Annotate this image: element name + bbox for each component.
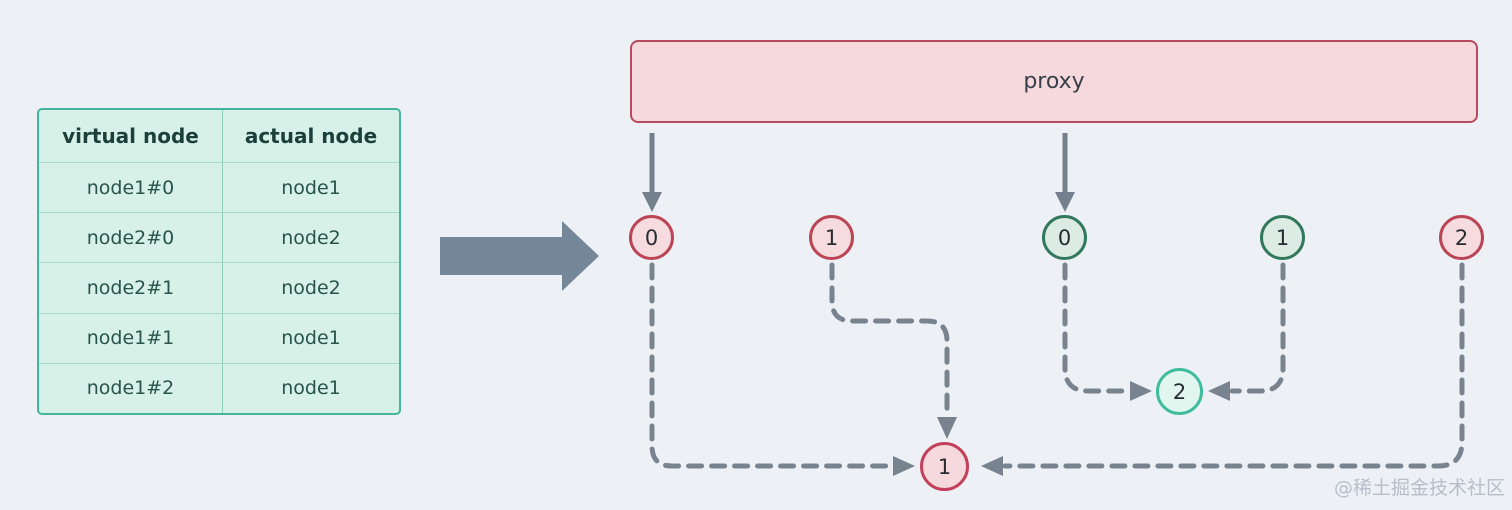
- path-red0-to-merge1: [649, 262, 896, 469]
- table-row: node2#1 node2: [39, 262, 399, 313]
- proxy-down-arrows: [642, 133, 1075, 212]
- table-cell-actual: node2: [222, 213, 399, 263]
- table-cell-actual: node2: [222, 263, 399, 313]
- arrowhead-left-icon: [1208, 381, 1230, 401]
- watermark: @稀土掘金技术社区: [1334, 477, 1506, 499]
- table-cell-actual: node1: [222, 313, 399, 363]
- node-circle-red-2: 2: [1439, 215, 1484, 260]
- virtual-node-table: virtual node actual node node1#0 node1 n…: [37, 108, 401, 415]
- path-red2-to-merge1: [1002, 262, 1465, 469]
- proxy-label: proxy: [1023, 69, 1085, 94]
- merge-node-teal-2: 2: [1156, 368, 1203, 415]
- table-header-virtual-node: virtual node: [62, 124, 199, 148]
- arrowhead-right-icon: [1130, 381, 1152, 401]
- dashed-paths: [649, 262, 1465, 469]
- path-red1-to-merge1: [829, 262, 950, 419]
- proxy-box: proxy: [630, 40, 1478, 123]
- merge-node-red-1: 1: [920, 442, 969, 491]
- table-cell-virtual: node1#2: [86, 377, 175, 400]
- table-cell-virtual: node2#1: [86, 276, 175, 299]
- arrowhead-down-icon: [1055, 192, 1075, 212]
- arrowhead-right-icon: [893, 456, 915, 476]
- node-circle-green-0: 0: [1042, 215, 1087, 260]
- table-cell-actual: node1: [222, 163, 399, 213]
- table-cell-actual: node1: [222, 363, 399, 413]
- arrowhead-down-icon: [937, 417, 957, 439]
- table-cell-virtual: node2#0: [86, 226, 175, 249]
- dashed-arrowheads: [893, 381, 1230, 476]
- node-circle-red-0: 0: [629, 215, 674, 260]
- table-header-row: virtual node actual node: [39, 110, 399, 162]
- right-arrow-icon: [440, 221, 599, 291]
- table-cell-virtual: node1#0: [86, 176, 175, 199]
- node-circle-red-1: 1: [809, 215, 854, 260]
- table-row: node1#2 node1: [39, 362, 399, 413]
- arrowhead-down-icon: [642, 192, 662, 212]
- table-cell-virtual: node1#1: [86, 327, 175, 350]
- table-row: node1#1 node1: [39, 312, 399, 363]
- table-header-actual-node: actual node: [222, 110, 399, 162]
- node-circle-green-1: 1: [1260, 215, 1305, 260]
- table-row: node2#0 node2: [39, 212, 399, 263]
- table-row: node1#0 node1: [39, 162, 399, 213]
- arrowhead-left-icon: [981, 456, 1003, 476]
- path-green0-to-merge2: [1062, 262, 1131, 394]
- path-green1-to-merge2: [1229, 262, 1286, 394]
